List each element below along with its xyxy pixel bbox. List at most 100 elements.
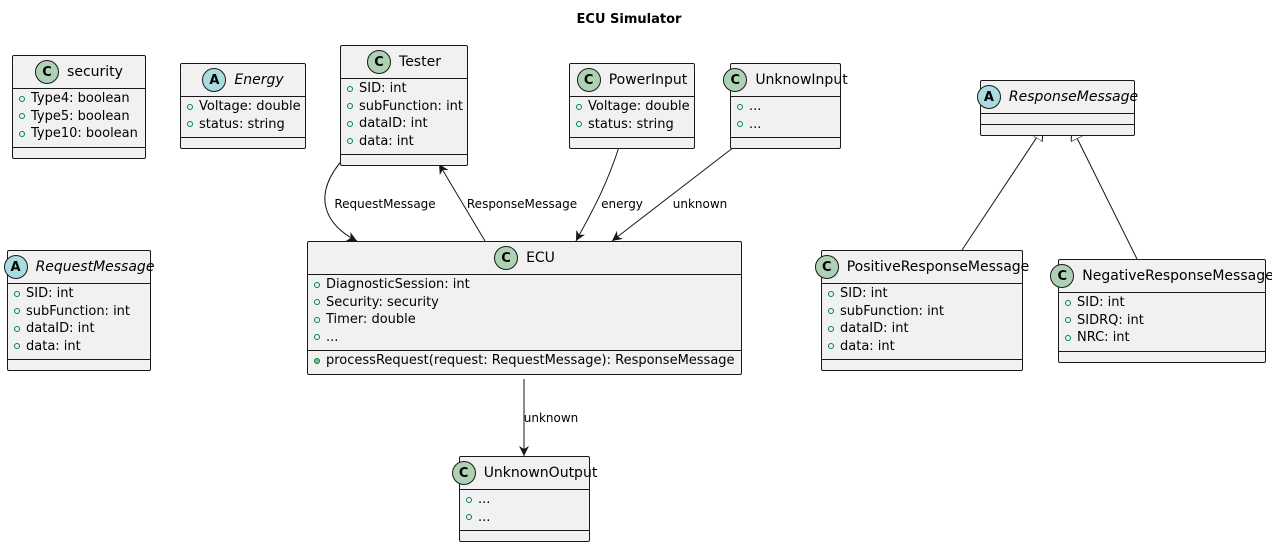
field-text: data: int <box>26 338 81 354</box>
field-row: Timer: double <box>308 311 741 329</box>
edge-label-unknown-output: unknown <box>523 411 579 425</box>
edge-tester-ecu-request <box>324 156 358 242</box>
public-field-icon <box>314 281 320 288</box>
field-row: Voltage: double <box>181 98 305 116</box>
class-badge-icon: C <box>451 461 476 485</box>
method-list <box>460 530 589 541</box>
public-field-icon <box>1065 299 1071 306</box>
field-list: Voltage: double status: string <box>570 96 694 137</box>
class-name: PositiveResponseMessage <box>846 259 1030 275</box>
class-header: A RequestMessage <box>3 251 154 283</box>
field-text: SID: int <box>359 81 407 97</box>
field-row: subFunction: int <box>822 303 1022 321</box>
class-unknown-output[interactable]: C UnknownOutput ... ... <box>451 456 597 542</box>
field-text: SIDRQ: int <box>1077 312 1144 328</box>
class-negative-response-message[interactable]: C NegativeResponseMessage SID: int SIDRQ… <box>1050 259 1272 363</box>
public-field-icon <box>737 103 743 110</box>
class-tester[interactable]: C Tester SID: int subFunction: int dataI… <box>340 45 468 166</box>
public-field-icon <box>1065 317 1071 324</box>
field-text: Voltage: double <box>588 99 690 115</box>
class-name: Tester <box>399 54 441 70</box>
field-list <box>981 113 1134 124</box>
edge-label-request-message: RequestMessage <box>334 197 436 211</box>
field-text: Type4: boolean <box>31 91 130 107</box>
class-power-input[interactable]: C PowerInput Voltage: double status: str… <box>569 63 695 149</box>
field-row: data: int <box>341 133 467 151</box>
method-list <box>731 137 840 148</box>
field-text: dataID: int <box>359 116 428 132</box>
field-row: dataID: int <box>822 320 1022 338</box>
class-header: C NegativeResponseMessage <box>1050 260 1272 292</box>
class-positive-response-message[interactable]: C PositiveResponseMessage SID: int subFu… <box>814 250 1029 371</box>
public-field-icon <box>19 130 25 137</box>
abstract-badge-icon: A <box>976 85 1001 109</box>
public-field-icon <box>737 121 743 128</box>
edge-negative-inherits-response <box>1072 128 1138 260</box>
field-row: DiagnosticSession: int <box>308 276 741 294</box>
field-text: ... <box>749 116 762 132</box>
public-method-icon <box>314 357 320 364</box>
edge-unknowinput-ecu <box>611 146 735 242</box>
class-header: C Tester <box>341 46 467 78</box>
method-list <box>570 137 694 148</box>
field-list: Type4: boolean Type5: boolean Type10: bo… <box>13 88 145 147</box>
field-row: ... <box>460 509 589 527</box>
field-row: SIDRQ: int <box>1059 312 1265 330</box>
class-name: RequestMessage <box>35 259 155 275</box>
field-row: ... <box>731 98 840 116</box>
field-text: ... <box>478 509 491 525</box>
field-text: dataID: int <box>840 321 909 337</box>
field-text: subFunction: int <box>359 98 464 114</box>
public-field-icon <box>14 325 20 332</box>
method-list: processRequest(request: RequestMessage):… <box>308 350 741 374</box>
method-list <box>181 137 305 148</box>
class-energy[interactable]: A Energy Voltage: double status: string <box>180 63 306 149</box>
field-row: ... <box>731 116 840 134</box>
field-text: Timer: double <box>326 312 416 328</box>
class-request-message[interactable]: A RequestMessage SID: int subFunction: i… <box>3 250 154 371</box>
public-field-icon <box>314 299 320 306</box>
public-field-icon <box>576 121 582 128</box>
field-row: Type4: boolean <box>13 90 145 108</box>
public-field-icon <box>19 95 25 102</box>
field-row: data: int <box>822 338 1022 356</box>
public-field-icon <box>828 325 834 332</box>
method-text: processRequest(request: RequestMessage):… <box>326 353 735 369</box>
method-list <box>8 359 150 370</box>
field-text: Voltage: double <box>199 99 301 115</box>
class-header: C UnknownOutput <box>451 457 597 489</box>
class-header: C ECU <box>308 242 741 274</box>
method-list <box>981 124 1134 135</box>
class-header: A Energy <box>181 64 305 96</box>
field-text: status: string <box>588 116 674 132</box>
class-ecu[interactable]: C ECU DiagnosticSession: int Security: s… <box>307 241 742 375</box>
public-field-icon <box>19 113 25 120</box>
class-badge-icon: C <box>1050 264 1075 288</box>
field-text: data: int <box>359 133 414 149</box>
field-text: DiagnosticSession: int <box>326 277 470 293</box>
public-field-icon <box>314 334 320 341</box>
public-field-icon <box>1065 334 1071 341</box>
edge-positive-inherits-response <box>961 128 1043 251</box>
class-badge-icon: C <box>723 68 748 92</box>
edge-ecu-tester-response <box>438 163 486 242</box>
abstract-badge-icon: A <box>202 68 227 92</box>
class-response-message[interactable]: A ResponseMessage <box>976 80 1139 136</box>
field-row: Security: security <box>308 294 741 312</box>
class-name: ECU <box>526 250 555 266</box>
field-list: DiagnosticSession: int Security: securit… <box>308 274 741 350</box>
field-row: status: string <box>570 116 694 134</box>
public-field-icon <box>466 514 472 521</box>
field-row: NRC: int <box>1059 329 1265 347</box>
class-security[interactable]: C security Type4: boolean Type5: boolean… <box>12 55 146 159</box>
field-text: SID: int <box>26 286 74 302</box>
edge-label-energy: energy <box>601 197 643 211</box>
field-row: Voltage: double <box>570 98 694 116</box>
edge-label-unknown-input: unknown <box>672 197 728 211</box>
field-text: ... <box>749 99 762 115</box>
field-list: SID: int subFunction: int dataID: int da… <box>8 283 150 359</box>
class-name: ResponseMessage <box>1008 89 1139 105</box>
public-field-icon <box>828 308 834 315</box>
method-list <box>341 154 467 165</box>
class-unknow-input[interactable]: C UnknowInput ... ... <box>723 63 848 149</box>
